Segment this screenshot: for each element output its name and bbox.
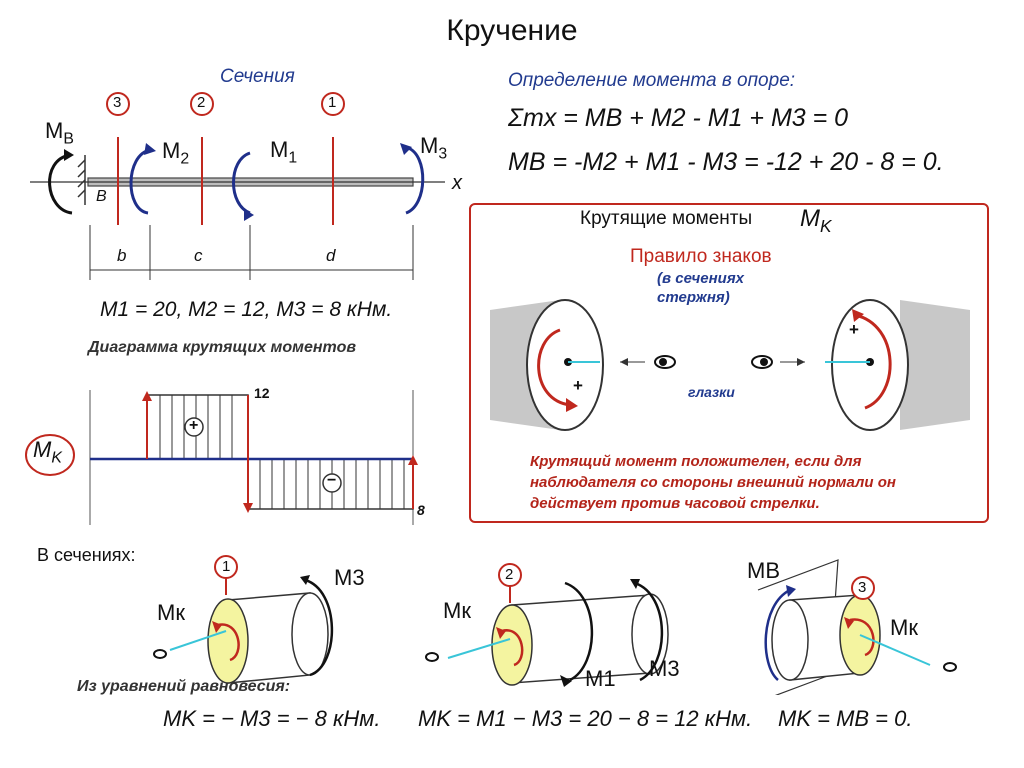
label-mb: MB (45, 118, 74, 148)
section-case-1 (153, 555, 334, 684)
case3-formula: MK = MB = 0. (778, 706, 913, 731)
equilibrium-eq1: Σmx = MB + M2 - M1 + M3 = 0 (508, 104, 849, 132)
sign-rule-figures (490, 299, 970, 431)
beam-scheme (30, 92, 445, 280)
case2-number: 2 (505, 566, 514, 583)
torque-diagram (25, 390, 418, 525)
eye-icon (751, 355, 773, 369)
rule-mk: MK (800, 205, 832, 237)
eye-icon (654, 355, 676, 369)
section-number-3: 3 (113, 94, 122, 111)
rule-note-2: наблюдателя со стороны внешний нормали о… (530, 474, 896, 491)
moment-arrow-mb (48, 153, 73, 215)
case3-label-mk: Mк (890, 615, 918, 640)
diagram-title: Диаграмма крутящих моментов (88, 339, 357, 356)
case3-label-mb: MB (747, 558, 780, 583)
rule-note-3: действует против часовой стрелки. (530, 495, 820, 512)
dim-d: d (326, 246, 336, 265)
right-cylinder-body (900, 300, 970, 430)
dim-b: b (117, 246, 127, 265)
diagram-value-12: 12 (254, 385, 270, 401)
section-case-3 (757, 559, 957, 695)
minus-circle (322, 473, 342, 493)
given-values: M1 = 20, M2 = 12, M3 = 8 кНм. (100, 298, 393, 321)
case1-formula: MK = − M3 = − 8 кНм. (163, 706, 381, 731)
rule-heading: Крутящие моменты (580, 208, 753, 229)
mk-badge (25, 434, 75, 476)
rule-sub1: (в сечениях (657, 270, 745, 287)
rule-note-1: Крутящий момент положителен, если для (530, 453, 862, 470)
case1-label-mk: Mк (157, 600, 185, 625)
section-number-2: 2 (197, 94, 206, 111)
dimension-lines (89, 225, 414, 280)
sections-heading: В сечениях: (37, 545, 136, 565)
diagram-plus: + (189, 417, 199, 434)
case1-label-m3: M3 (334, 565, 365, 590)
diagram-value-8: 8 (417, 502, 425, 518)
right-plus-sign: + (849, 320, 859, 339)
sign-rule-panel (469, 203, 989, 523)
equilibrium-note: Из уравнений равновесия: (77, 678, 291, 695)
section-badge-2 (190, 92, 214, 116)
case2-label-m3: M3 (649, 656, 680, 681)
section-case-2 (425, 563, 669, 687)
section-badge-3 (106, 92, 130, 116)
section-badge-1 (321, 92, 345, 116)
page-title: Кручение (446, 14, 578, 47)
label-m1: M1 (270, 137, 298, 167)
equilibrium-heading: Определение момента в опоре: (508, 70, 796, 91)
case2-formula: MK = M1 − M3 = 20 − 8 = 12 кНм. (418, 706, 753, 731)
section-number-1: 1 (328, 94, 337, 111)
left-cylinder-face (526, 299, 604, 431)
diagram-minus: − (327, 472, 337, 489)
case2-label-mk: Mк (443, 598, 471, 623)
sections-label: Сечения (220, 66, 295, 87)
case3-number: 3 (858, 579, 867, 596)
left-plus-sign: + (573, 376, 583, 395)
moment-arrow-m2 (129, 148, 151, 215)
right-rotation-arrow (854, 313, 892, 410)
label-m2: M2 (162, 138, 190, 168)
label-m3: M3 (420, 133, 448, 163)
rule-title: Правило знаков (630, 246, 772, 267)
case2-label-m1: M1 (585, 666, 616, 691)
left-rotation-arrow (537, 328, 571, 407)
support-wall (77, 155, 86, 205)
case1-number: 1 (222, 558, 231, 575)
plus-circle (184, 417, 204, 437)
dim-c: c (194, 246, 203, 265)
support-label: B (96, 188, 107, 205)
eyes-label: глазки (688, 384, 735, 400)
diagram-mk-label: MK (33, 437, 62, 467)
rule-sub2: стержня) (657, 289, 730, 306)
x-axis-label: x (452, 172, 462, 194)
moment-arrow-m3 (405, 146, 425, 215)
equilibrium-eq2: MB = -M2 + M1 - M3 = -12 + 20 - 8 = 0. (508, 148, 944, 176)
section-figures (153, 555, 957, 695)
